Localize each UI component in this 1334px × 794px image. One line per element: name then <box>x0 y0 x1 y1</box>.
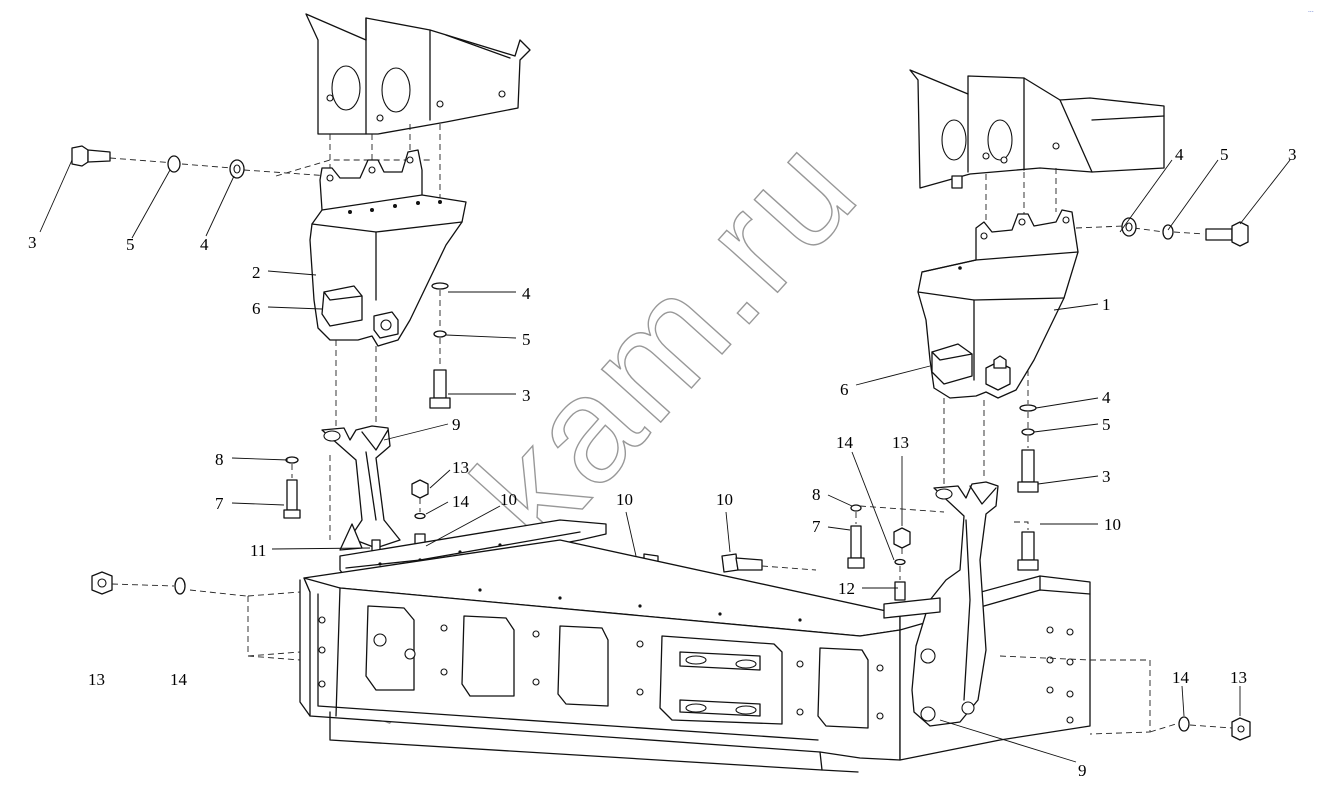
left-lower-bracket-part-9 <box>321 425 401 551</box>
left-mid-flat-washer <box>431 282 449 290</box>
left-low-nut-13 <box>91 571 113 595</box>
callout-8: 8 <box>812 485 821 504</box>
right-mid-flat-washer <box>1019 404 1037 412</box>
callout-5: 5 <box>126 235 135 254</box>
callout-3: 3 <box>1102 467 1111 486</box>
bolt-10-b <box>721 553 817 573</box>
callout-10: 10 <box>500 490 517 509</box>
callout-14: 14 <box>1172 668 1190 687</box>
callout-3: 3 <box>1288 145 1297 164</box>
callout-10: 10 <box>616 490 633 509</box>
callout-labels: 3 5 4 2 6 4 5 3 9 8 13 14 7 10 11 10 10 … <box>28 145 1297 780</box>
callout-14: 14 <box>170 670 188 689</box>
callout-13: 13 <box>452 458 469 477</box>
right-lower-bracket-part-9 <box>911 481 999 727</box>
main-crossmember <box>299 539 901 773</box>
leader-lines <box>39 159 1291 763</box>
right-bolt-10 <box>1014 521 1039 571</box>
right-top-spring-washer <box>1162 224 1174 240</box>
left-ghost-block <box>247 591 301 597</box>
callout-4: 4 <box>200 235 209 254</box>
left-mid-spring-washer <box>433 330 447 338</box>
right-plate-12 <box>883 597 941 619</box>
callout-8: 8 <box>215 450 224 469</box>
callout-13: 13 <box>892 433 909 452</box>
callout-6: 6 <box>252 299 261 318</box>
left-bolt-7 <box>283 455 331 540</box>
left-top-bolt <box>71 145 111 167</box>
right-low-washer-14 <box>1178 716 1190 732</box>
callout-3: 3 <box>522 386 531 405</box>
corner-logo: ... <box>1308 7 1314 14</box>
callout-10: 10 <box>1104 515 1121 534</box>
callout-12: 12 <box>838 579 855 598</box>
right-mid-spring-washer <box>1021 428 1035 436</box>
callout-13: 13 <box>1230 668 1247 687</box>
callout-9: 9 <box>452 415 461 434</box>
right-frame-bracket <box>909 69 1165 189</box>
left-low-washer-14 <box>174 577 186 595</box>
callout-13: 13 <box>88 670 105 689</box>
callout-9: 9 <box>1078 761 1087 780</box>
callout-2: 2 <box>252 263 261 282</box>
callout-5: 5 <box>522 330 531 349</box>
callout-4: 4 <box>1175 145 1184 164</box>
right-ghost-block <box>1089 659 1151 735</box>
callout-5: 5 <box>1102 415 1111 434</box>
right-low-nut-13 <box>1231 717 1251 741</box>
callout-3: 3 <box>28 233 37 252</box>
left-frame-bracket <box>305 13 531 135</box>
callout-7: 7 <box>215 494 224 513</box>
left-mid-bolt <box>429 290 451 409</box>
right-top-bolt <box>1205 221 1249 247</box>
callout-10: 10 <box>716 490 733 509</box>
right-support-part-1 <box>917 209 1079 399</box>
callout-11: 11 <box>250 541 266 560</box>
right-nut-13 <box>893 527 911 601</box>
callout-14: 14 <box>452 492 470 511</box>
right-mid-bolt <box>1017 449 1039 493</box>
callout-6: 6 <box>840 380 849 399</box>
callout-14: 14 <box>836 433 854 452</box>
callout-4: 4 <box>522 284 531 303</box>
left-support-part-2 <box>309 149 467 347</box>
callout-5: 5 <box>1220 145 1229 164</box>
callout-1: 1 <box>1102 295 1111 314</box>
right-bolt-7 <box>847 504 865 569</box>
left-top-spring-washer <box>167 155 181 173</box>
callout-7: 7 <box>812 517 821 536</box>
callout-4: 4 <box>1102 388 1111 407</box>
